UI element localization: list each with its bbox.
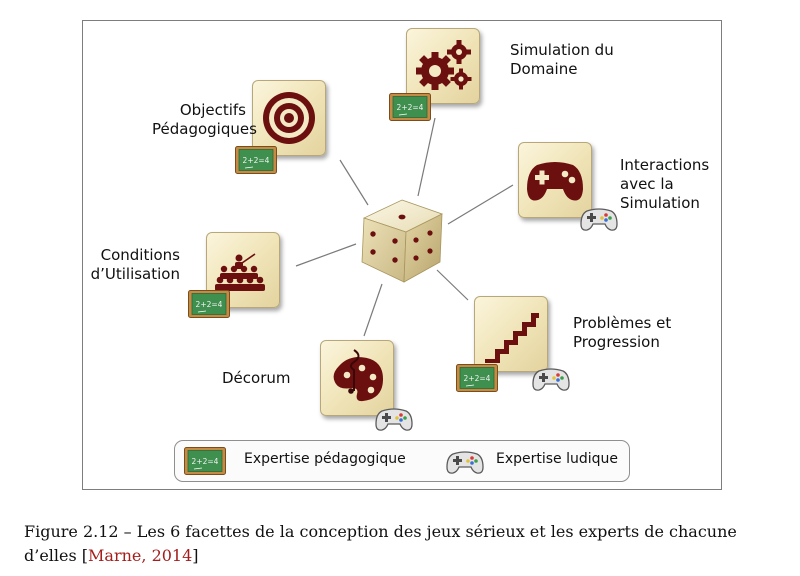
- facet-label-objectifs: Objectifs Pédagogiques: [152, 101, 257, 138]
- chalkboard-icon: [184, 447, 226, 475]
- target-icon: [252, 80, 326, 156]
- controller-icon: [532, 366, 570, 392]
- legend: [174, 440, 630, 482]
- controller-icon: [580, 206, 618, 232]
- chalkboard-icon: [456, 364, 498, 392]
- caption-text: Figure 2.12 – Les 6 facettes de la conce…: [24, 522, 737, 565]
- facet-label-simulation: Simulation du Domaine: [510, 41, 614, 78]
- facet-label-decorum: Décorum: [222, 369, 291, 387]
- citation-link[interactable]: Marne, 2014: [88, 546, 193, 565]
- audience-icon: [206, 232, 280, 308]
- palette-icon: [320, 340, 394, 416]
- controller-icon: [375, 406, 413, 432]
- caption-close: ]: [192, 546, 199, 565]
- gamepad-icon: [518, 142, 592, 218]
- chalkboard-icon: [235, 146, 277, 174]
- facet-label-interactions: Interactions avec la Simulation: [620, 156, 710, 212]
- figure-caption: Figure 2.12 – Les 6 facettes de la conce…: [24, 520, 784, 568]
- facet-label-problemes: Problèmes et Progression: [573, 314, 672, 351]
- staircase-icon: [474, 296, 548, 372]
- facet-label-conditions: Conditions d’Utilisation: [90, 246, 180, 283]
- chalkboard-icon: [188, 290, 230, 318]
- legend-label-ludique: Expertise ludique: [496, 451, 619, 467]
- gears-icon: [406, 28, 480, 104]
- legend-label-pedagogique: Expertise pédagogique: [244, 451, 406, 467]
- controller-icon: [446, 449, 484, 475]
- chalkboard-icon: [389, 93, 431, 121]
- dice-icon: [358, 196, 448, 286]
